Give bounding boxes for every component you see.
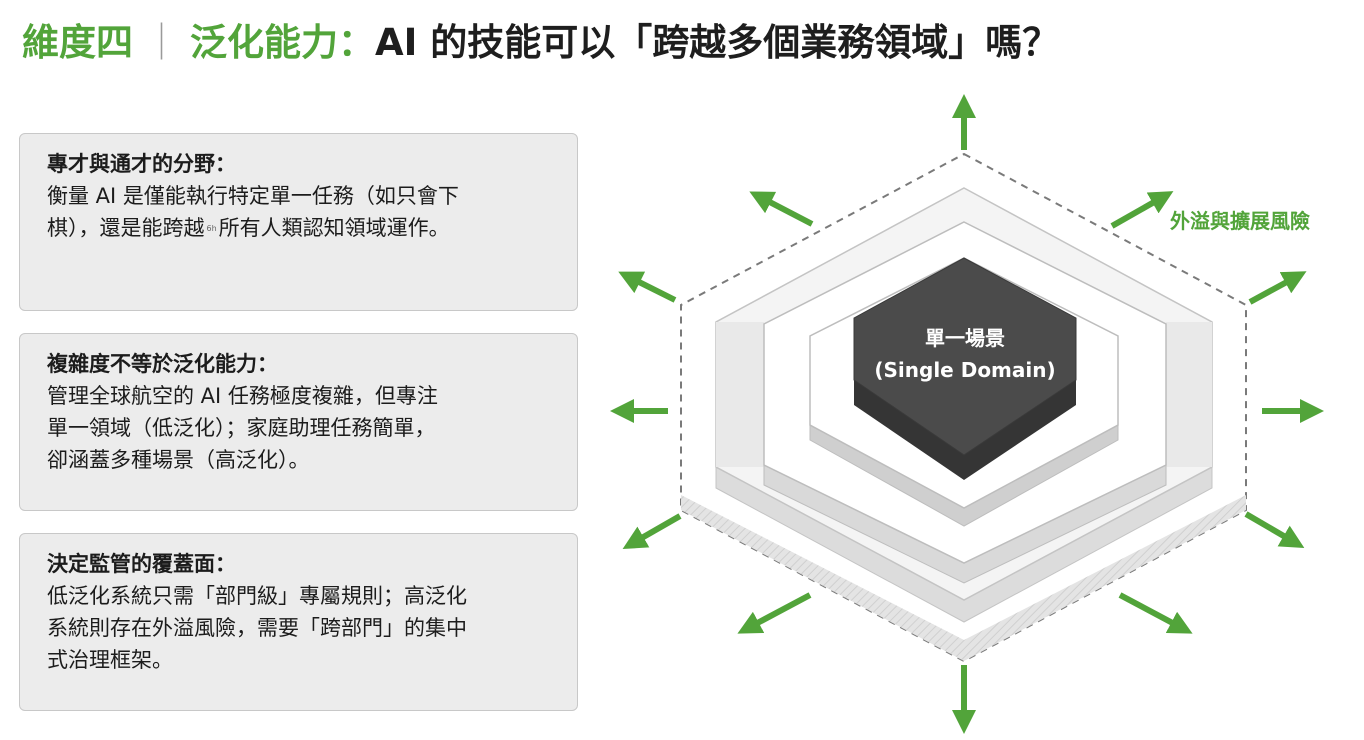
- card-body: 低泛化系統只需「部門級」專屬規則；高泛化 系統則存在外溢風險，需要「跨部門」的集…: [47, 584, 467, 672]
- expansion-arrow-upper-left: [749, 191, 814, 227]
- expansion-arrow-right-upper: [1248, 271, 1307, 305]
- spillover-risk-label: 外溢與擴展風險: [1170, 209, 1310, 233]
- card-body-text: 衡量 AI 是僅能執行特定單一任務（如只會下 棋），還是能跨越: [47, 184, 459, 240]
- expansion-arrow-upper-right: [1110, 191, 1174, 229]
- card-body-text-end: 所有人類認知領域運作。: [218, 216, 450, 240]
- expansion-arrow-left-lower: [622, 513, 682, 549]
- core-hexagon: [853, 257, 1077, 456]
- card-heading: 決定監管的覆蓋面：: [47, 552, 236, 576]
- core-label-en: (Single Domain): [874, 358, 1055, 382]
- card-heading: 專才與通才的分野：: [47, 152, 236, 176]
- citation-marker: 6h: [206, 224, 217, 233]
- card-body: 管理全球航空的 AI 任務極度複雜，但專注 單一領域（低泛化）；家庭助理任務簡單…: [47, 384, 438, 472]
- expansion-arrow-lower-right: [1118, 592, 1193, 634]
- title-question: AI 的技能可以「跨越多個業務領域」嗎？: [375, 21, 1060, 64]
- info-card-specialist-generalist: 專才與通才的分野： 衡量 AI 是僅能執行特定單一任務（如只會下 棋），還是能跨…: [19, 133, 578, 311]
- generalization-diagram: 單一場景 (Single Domain): [610, 94, 1324, 734]
- expansion-arrow-lower-left: [737, 592, 812, 634]
- info-card-complexity: 複雜度不等於泛化能力： 管理全球航空的 AI 任務極度複雜，但專注 單一領域（低…: [19, 333, 578, 511]
- core-label-zh: 單一場景: [925, 326, 1005, 350]
- layer-two-left-band: [716, 322, 764, 467]
- info-card-regulation: 決定監管的覆蓋面： 低泛化系統只需「部門級」專屬規則；高泛化 系統則存在外溢風險…: [19, 533, 578, 711]
- core-side: [854, 380, 1076, 480]
- card-heading: 複雜度不等於泛化能力：: [47, 352, 278, 376]
- title-separator: ｜: [143, 21, 180, 64]
- title-topic: 泛化能力：: [190, 21, 375, 64]
- page-title: 維度四｜泛化能力：AI 的技能可以「跨越多個業務領域」嗎？: [22, 12, 1059, 66]
- expansion-arrow-right-lower: [1244, 511, 1305, 549]
- title-dimension: 維度四: [22, 21, 133, 64]
- expansion-arrow-left-upper: [618, 271, 677, 303]
- layer-two-right-band: [1166, 322, 1212, 467]
